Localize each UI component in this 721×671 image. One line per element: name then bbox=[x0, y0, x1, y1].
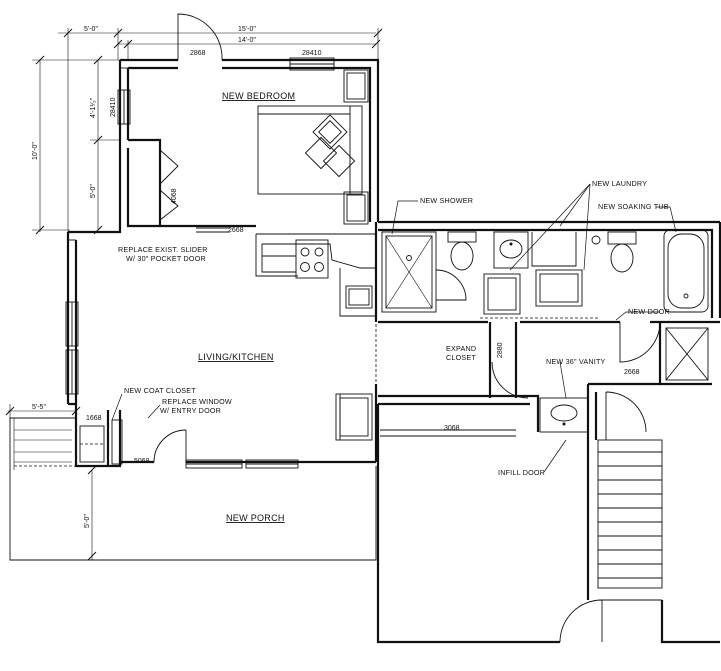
dim-15-0: 15'-0" bbox=[238, 26, 256, 33]
dim-5-0-top: 5'-0" bbox=[84, 26, 98, 33]
note-new-soaking-tub: NEW SOAKING TUB bbox=[598, 202, 669, 211]
note-new-shower: NEW SHOWER bbox=[420, 196, 473, 205]
porch bbox=[9, 417, 377, 561]
note-pocket-door: W/ 30" POCKET DOOR bbox=[126, 254, 206, 263]
tag-5068: 5068 bbox=[134, 458, 150, 465]
note-replace-window: REPLACE WINDOW bbox=[162, 397, 232, 406]
dimension-lines bbox=[5, 28, 383, 561]
note-new-laundry: NEW LAUNDRY bbox=[592, 179, 647, 188]
dim-5-0-porch: 5'-0" bbox=[84, 514, 91, 528]
dim-4-1-half: 4'-1¹⁄₂" bbox=[90, 97, 97, 118]
note-entry-door: W/ ENTRY DOOR bbox=[160, 406, 221, 415]
tag-28410-left: 28410 bbox=[110, 97, 117, 117]
dim-5-0-left: 5'-0" bbox=[90, 184, 97, 198]
tag-2868-top: 2868 bbox=[190, 50, 206, 57]
tag-1668: 1668 bbox=[86, 415, 102, 422]
bath-laundry bbox=[378, 220, 721, 399]
tag-2668-slider: 2668 bbox=[228, 227, 244, 234]
room-label-porch: NEW PORCH bbox=[226, 513, 285, 523]
note-closet: CLOSET bbox=[446, 353, 476, 362]
note-new-vanity: NEW 36" VANITY bbox=[546, 357, 606, 366]
living-kitchen bbox=[65, 222, 378, 469]
room-label-living: LIVING/KITCHEN bbox=[198, 352, 274, 362]
tag-4068: 4068 bbox=[171, 188, 178, 204]
bedroom bbox=[68, 13, 380, 234]
tag-2880-closet: 2880 bbox=[497, 342, 504, 358]
room-label-bedroom: NEW BEDROOM bbox=[222, 91, 295, 101]
note-new-door: NEW DOOR bbox=[628, 307, 670, 316]
note-expand: EXPAND bbox=[446, 344, 476, 353]
note-infill-door: INFILL DOOR bbox=[498, 468, 545, 477]
leader-lines bbox=[111, 183, 677, 473]
lower-right bbox=[376, 382, 720, 644]
dim-14-0: 14'-0" bbox=[238, 37, 256, 44]
tag-2668-bath: 2668 bbox=[624, 369, 640, 376]
tag-28410-top: 28410 bbox=[302, 50, 322, 57]
dim-10-0: 10'-0" bbox=[32, 142, 39, 160]
tag-3068: 3068 bbox=[444, 425, 460, 432]
dim-5-5: 5'-5" bbox=[32, 404, 46, 411]
note-coat-closet: NEW COAT CLOSET bbox=[124, 386, 196, 395]
note-replace-slider: REPLACE EXIST. SLIDER bbox=[118, 245, 208, 254]
